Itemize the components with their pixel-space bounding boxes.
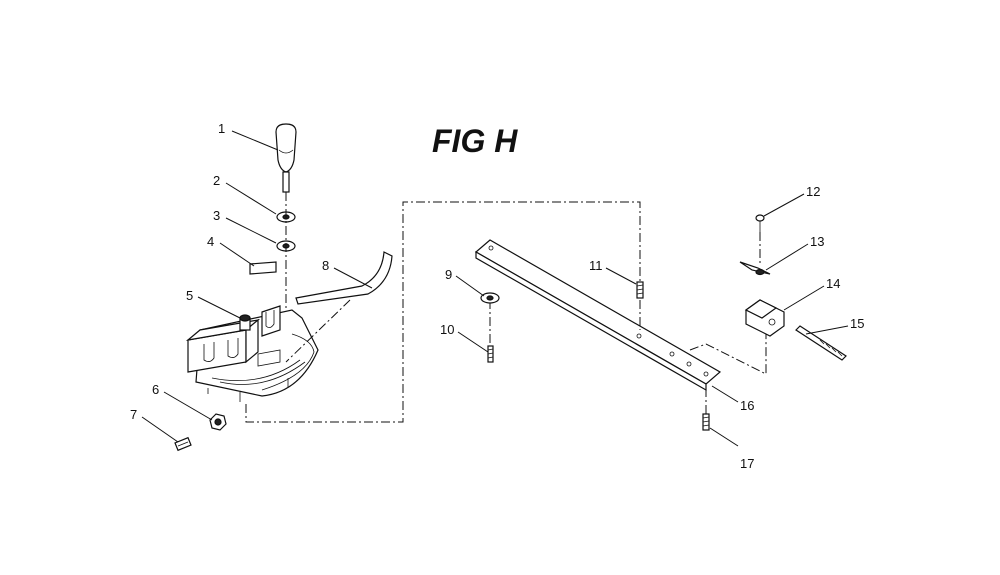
part-6-nut bbox=[209, 413, 227, 431]
figure-title: FIG H bbox=[432, 123, 518, 159]
callout-5: 5 bbox=[186, 288, 193, 303]
callout-8: 8 bbox=[322, 258, 329, 273]
part-1-knob bbox=[275, 123, 297, 193]
callout-10: 10 bbox=[440, 322, 454, 337]
part-17-screw bbox=[702, 413, 710, 431]
part-11-set-screw bbox=[636, 281, 644, 299]
callout-12: 12 bbox=[806, 184, 820, 199]
part-10-screw bbox=[487, 345, 494, 363]
connection-line-left bbox=[245, 201, 641, 423]
leader-lines bbox=[141, 130, 849, 447]
part-14-stop-block bbox=[744, 299, 785, 337]
part-8-pointer bbox=[295, 251, 393, 305]
callout-11: 11 bbox=[589, 258, 603, 273]
part-12-screw bbox=[755, 214, 765, 232]
callout-15: 15 bbox=[850, 316, 864, 331]
callout-17: 17 bbox=[740, 456, 754, 471]
callout-1: 1 bbox=[218, 121, 225, 136]
callout-3: 3 bbox=[213, 208, 220, 223]
callout-14: 14 bbox=[826, 276, 840, 291]
part-7-screw bbox=[174, 436, 192, 452]
callout-2: 2 bbox=[213, 173, 220, 188]
part-4-label bbox=[249, 261, 277, 275]
callout-16: 16 bbox=[740, 398, 754, 413]
callout-9: 9 bbox=[445, 267, 452, 282]
part-5-miter-body bbox=[185, 305, 319, 402]
part-13-clip bbox=[739, 261, 771, 276]
part-9-washer bbox=[480, 292, 500, 304]
callout-4: 4 bbox=[207, 234, 214, 249]
callout-6: 6 bbox=[152, 382, 159, 397]
callout-7: 7 bbox=[130, 407, 137, 422]
part-15-threaded-rod bbox=[795, 325, 847, 361]
callout-13: 13 bbox=[810, 234, 824, 249]
